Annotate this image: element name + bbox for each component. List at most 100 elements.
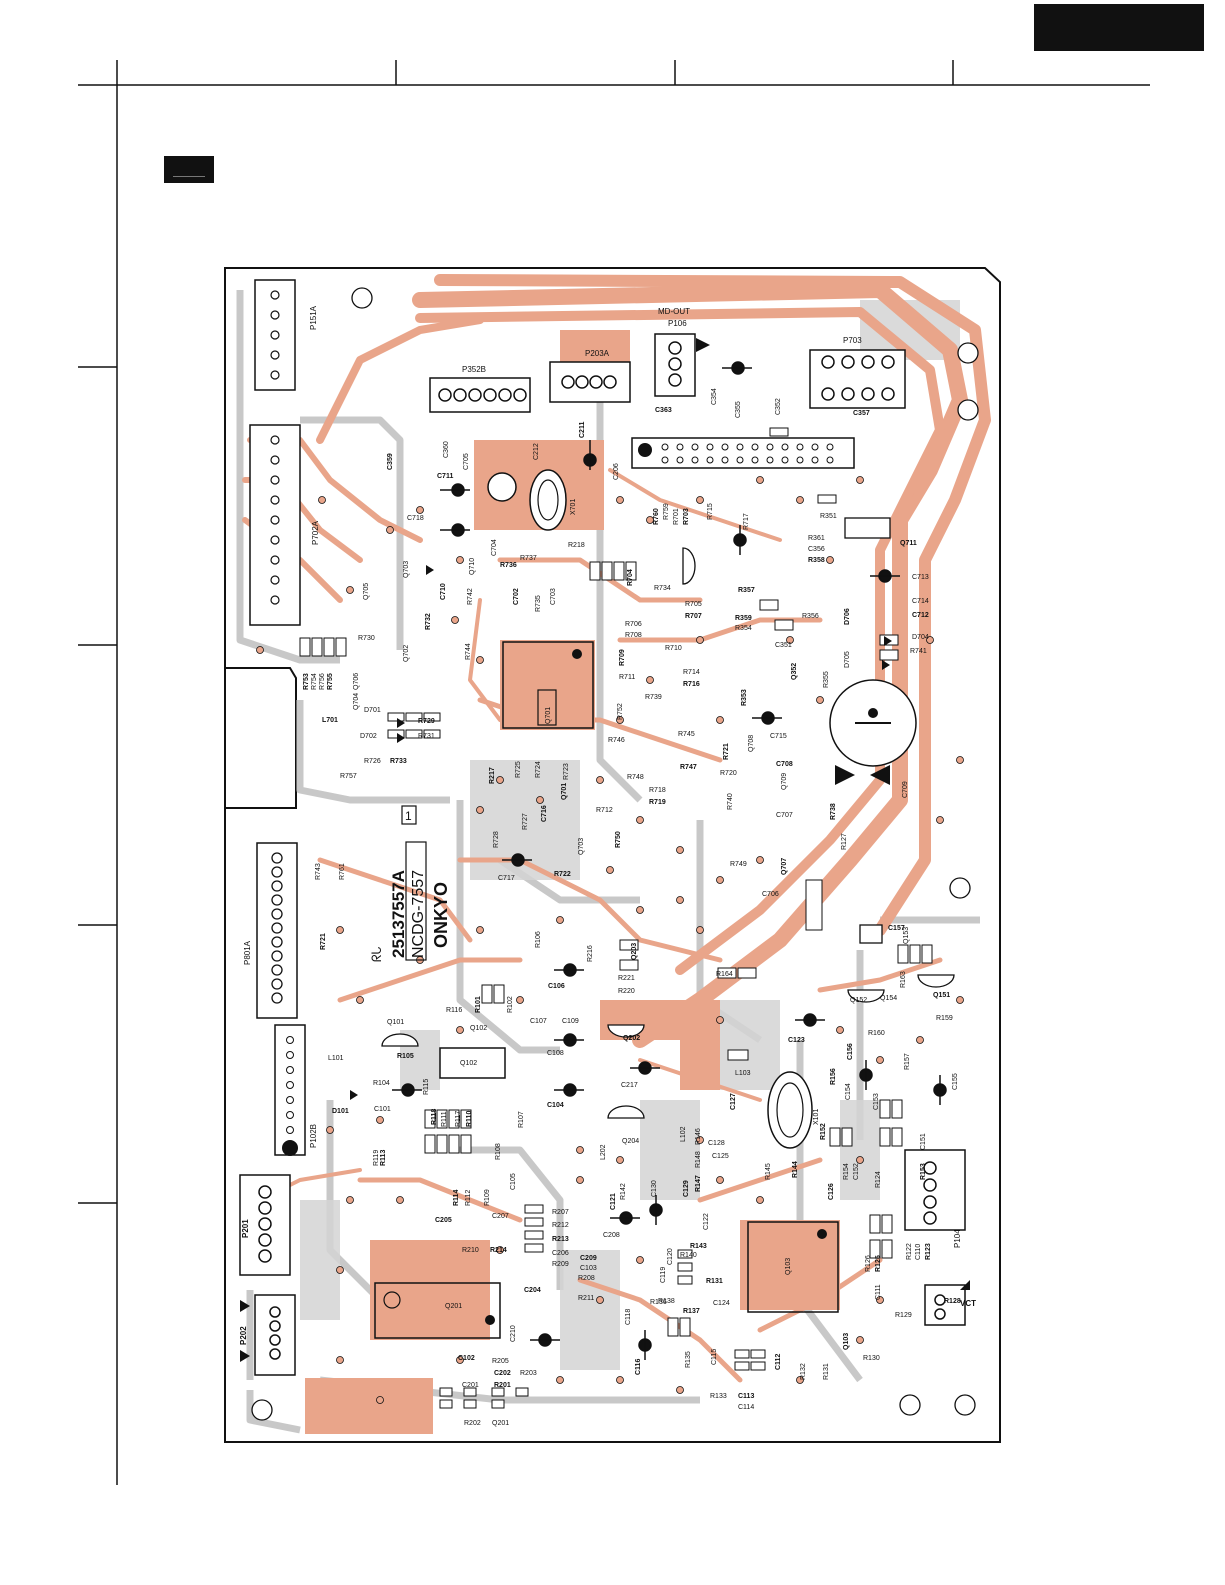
component-ref-label: R208 <box>578 1275 595 1282</box>
svg-text:P102B: P102B <box>309 1124 318 1148</box>
svg-text:VCT: VCT <box>960 1299 976 1308</box>
component-ref-label: R726 <box>364 758 381 765</box>
board-markings: ᖇᒐ 25137557A NCDG-7557 ONKYO <box>369 841 451 962</box>
component-ref-label: C107 <box>530 1018 547 1025</box>
component-ref-label: C711 <box>437 473 453 480</box>
component-ref-label: R143 <box>690 1243 707 1250</box>
section-label-box <box>164 156 214 183</box>
component-ref-label: L701 <box>322 717 338 724</box>
component-ref-label: R740 <box>727 793 734 810</box>
component-ref-label: R142 <box>620 1183 627 1200</box>
component-ref-label: C714 <box>912 598 929 605</box>
component-ref-label: C201 <box>462 1382 479 1389</box>
component-ref-label: R122 <box>906 1243 913 1260</box>
component-ref-label: C718 <box>407 515 424 522</box>
component-ref-label: R719 <box>649 799 666 806</box>
component-ref-label: C212 <box>533 443 540 460</box>
component-ref-label: R736 <box>500 562 517 569</box>
svg-text:P203A: P203A <box>585 349 610 358</box>
component-ref-label: R112 <box>465 1190 472 1206</box>
component-ref-label: C125 <box>712 1153 729 1160</box>
svg-text:P702A: P702A <box>311 520 320 545</box>
component-ref-label: R163 <box>900 971 907 988</box>
component-ref-label: R747 <box>680 764 697 771</box>
component-ref-label: C120 <box>667 1248 674 1265</box>
component-ref-label: R733 <box>390 758 407 765</box>
component-ref-label: R732 <box>425 613 432 630</box>
component-ref-label: C119 <box>660 1267 667 1283</box>
component-ref-label: C115 <box>711 1349 718 1365</box>
vias <box>256 476 964 1404</box>
component-ref-label: R104 <box>373 1080 390 1087</box>
component-ref-label: R138 <box>658 1298 675 1305</box>
ic-q701: Q701 <box>502 641 594 729</box>
component-ref-label: R722 <box>554 871 571 878</box>
component-ref-label: R752 <box>617 703 624 720</box>
component-ref-label: R354 <box>735 625 752 632</box>
component-ref-label: C101 <box>374 1106 391 1113</box>
component-ref-label: R723 <box>563 763 570 780</box>
component-ref-label: Q702 <box>403 645 410 662</box>
board-code: NCDG-7557 <box>410 870 427 958</box>
component-ref-label: R731 <box>418 733 435 740</box>
component-ref-label: C116 <box>635 1359 642 1375</box>
component-ref-label: R203 <box>520 1370 537 1377</box>
component-ref-label: D702 <box>360 733 377 740</box>
component-ref-label: R718 <box>649 787 666 794</box>
component-ref-label: R211 <box>578 1295 594 1302</box>
component-ref-label: C357 <box>853 410 870 417</box>
component-ref-label: R214 <box>490 1247 507 1254</box>
component-ref-label: Q703 <box>578 838 585 855</box>
svg-text:P202: P202 <box>239 1326 248 1345</box>
component-ref-label: Q201 <box>492 1420 509 1427</box>
component-ref-label: C106 <box>548 983 565 990</box>
component-ref-label: C156 <box>847 1043 854 1060</box>
transistor-outlines <box>381 517 955 1119</box>
component-ref-label: R119 <box>373 1150 380 1166</box>
component-ref-label: R729 <box>418 718 435 725</box>
component-ref-label: R105 <box>397 1053 414 1060</box>
component-ref-label: R110 <box>466 1111 473 1127</box>
component-ref-label: R753 <box>303 673 310 690</box>
component-ref-label: R205 <box>492 1358 509 1365</box>
component-ref-label: R140 <box>680 1252 697 1259</box>
svg-text:1: 1 <box>405 809 412 823</box>
component-ref-label: C712 <box>912 612 929 619</box>
component-ref-label: C356 <box>808 546 825 553</box>
component-ref-label: R124 <box>875 1171 882 1188</box>
component-ref-label: C153 <box>873 1093 880 1110</box>
component-ref-label: R703 <box>683 508 690 525</box>
svg-text:P151A: P151A <box>309 305 318 330</box>
component-ref-label: Q202 <box>623 1035 640 1042</box>
component-ref-label: C105 <box>510 1173 517 1190</box>
svg-text:P703: P703 <box>843 336 862 345</box>
component-ref-label: R220 <box>618 988 635 995</box>
component-ref-label: Q701 <box>561 783 568 800</box>
part-number: 25137557A <box>389 870 408 958</box>
copper-pours <box>230 330 840 1434</box>
component-ref-label: R157 <box>904 1053 911 1070</box>
component-ref-label: R218 <box>568 542 585 549</box>
component-ref-label: C155 <box>952 1073 959 1090</box>
svg-text:P104: P104 <box>953 1229 962 1248</box>
component-ref-label: R710 <box>665 645 682 652</box>
component-ref-label: R755 <box>327 673 334 690</box>
component-ref-label: C121 <box>610 1193 617 1210</box>
component-ref-label: R106 <box>535 931 542 948</box>
component-ref-label: R724 <box>535 761 542 778</box>
component-ref-label: C717 <box>498 875 515 882</box>
ic-q201: Q201 <box>374 1282 501 1339</box>
component-ref-label: C209 <box>580 1255 597 1262</box>
component-ref-label: D705 <box>844 651 851 668</box>
component-ref-label: Q204 <box>622 1138 639 1145</box>
component-ref-label: Q103 <box>843 1333 850 1350</box>
component-ref-label: R147 <box>695 1175 702 1192</box>
component-ref-label: D704 <box>912 634 929 641</box>
component-ref-label: R357 <box>738 587 755 594</box>
component-ref-label: C128 <box>708 1140 725 1147</box>
component-ref-label: C123 <box>788 1037 805 1044</box>
component-ref-label: R115 <box>423 1079 430 1095</box>
brand-logo: ONKYO <box>431 882 451 948</box>
component-ref-label: R108 <box>495 1143 502 1160</box>
ic-q103: Q103 <box>747 1221 839 1313</box>
